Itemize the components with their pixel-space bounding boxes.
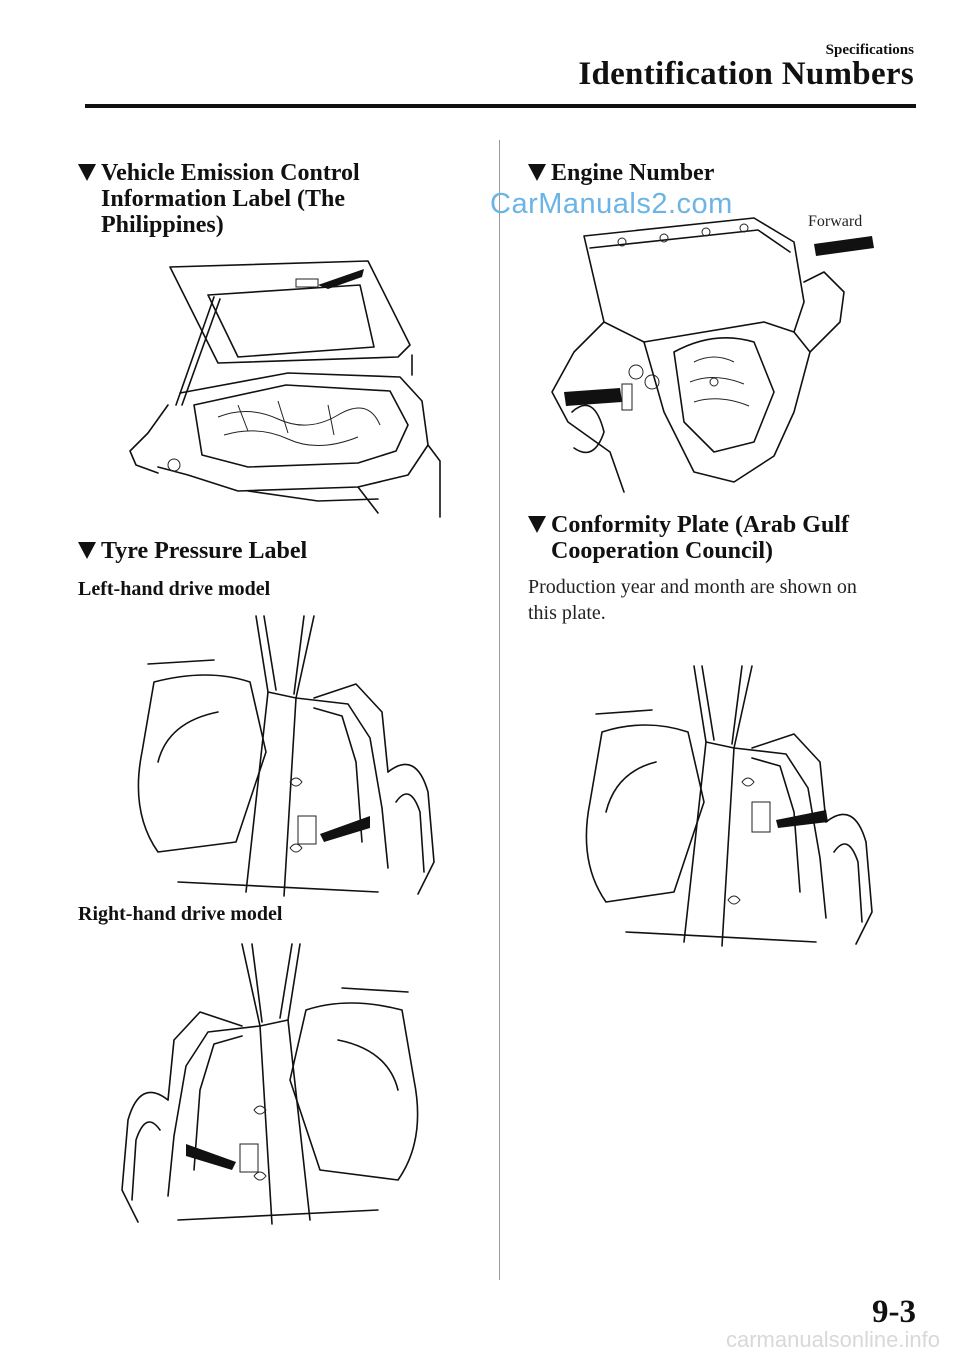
heading-text: Conformity Plate (Arab Gulf Cooperation … [551,512,849,564]
header-rule [85,104,916,108]
heading-engine-number: Engine Number [528,160,928,186]
page-title: Identification Numbers [578,56,914,92]
triangle-bullet-icon [78,164,96,181]
heading-vehicle-emission: Vehicle Emission Control Information Lab… [78,160,478,238]
pointer-arrow-icon [776,810,828,828]
figure-door-pillar-lhd [137,615,435,897]
page-number: 9-3 [872,1294,916,1330]
heading-text: Engine Number [551,160,715,186]
label-right-hand-drive: Right-hand drive model [78,903,283,925]
heading-text: Vehicle Emission Control Information Lab… [101,160,360,238]
heading-conformity-plate: Conformity Plate (Arab Gulf Cooperation … [528,512,928,564]
forward-label: Forward [808,213,863,230]
heading-tyre-pressure: Tyre Pressure Label [78,538,478,564]
figure-door-pillar-conformity [585,665,873,947]
figure-hood-open [129,260,441,518]
triangle-bullet-icon [528,164,546,181]
pointer-arrow-icon [564,388,622,406]
figure-door-pillar-rhd [121,943,419,1225]
forward-arrow-icon [814,236,874,256]
watermark: CarManuals2.com [490,188,733,220]
conformity-plate-description: Production year and month are shown on t… [528,576,857,624]
triangle-bullet-icon [78,542,96,559]
column-divider [499,140,500,1280]
label-left-hand-drive: Left-hand drive model [78,578,271,600]
triangle-bullet-icon [528,516,546,533]
figure-engine [551,217,874,493]
pointer-arrow-icon [186,1144,236,1170]
heading-text: Tyre Pressure Label [101,538,308,564]
pointer-arrow-icon [320,816,370,842]
section-name: Specifications [825,42,914,58]
footer-watermark-url: carmanualsonline.info [725,1327,940,1352]
pointer-arrow-icon [318,269,364,289]
